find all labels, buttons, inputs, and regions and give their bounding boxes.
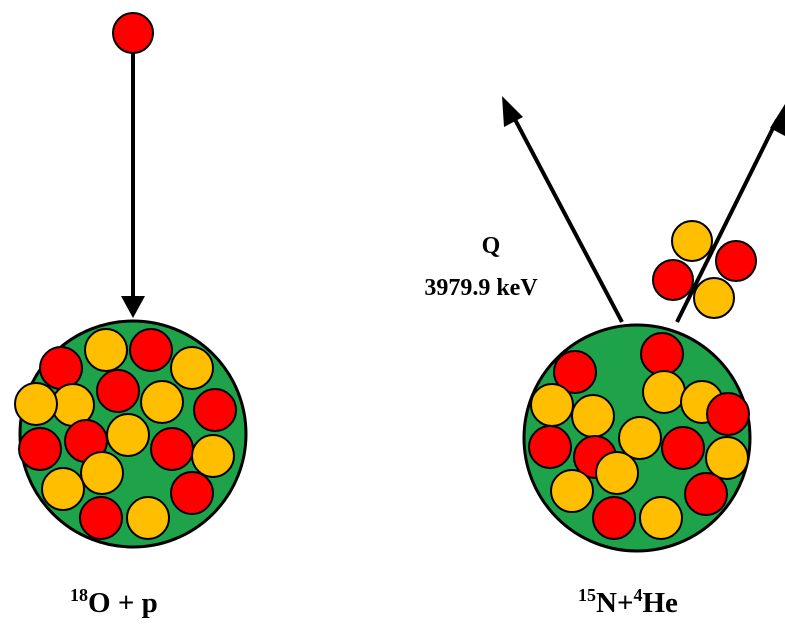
q-energy-label: 3979.9 keV xyxy=(424,275,538,301)
neutron xyxy=(671,220,713,262)
proton xyxy=(96,369,140,413)
neutron xyxy=(571,394,615,438)
left-trajectory-arrowhead xyxy=(502,96,523,127)
proton xyxy=(553,350,597,394)
right-trajectory-arrowhead xyxy=(770,104,785,136)
neutron xyxy=(639,496,683,540)
proton xyxy=(18,427,62,471)
neutron xyxy=(618,416,662,460)
proton xyxy=(706,392,750,436)
proton xyxy=(684,472,728,516)
neutron xyxy=(550,469,594,513)
residual-nucleus-n15 xyxy=(522,323,752,553)
neutron xyxy=(140,380,184,424)
proton xyxy=(129,328,173,372)
neutron xyxy=(642,370,686,414)
neutron xyxy=(41,467,85,511)
neutron xyxy=(191,434,235,478)
left-trajectory-arrow xyxy=(508,109,624,323)
target-nucleus-o18 xyxy=(14,319,248,549)
neutron xyxy=(170,346,214,390)
outgoing-trajectories xyxy=(502,96,785,323)
he4-mass-number: 4 xyxy=(633,585,642,605)
neutron xyxy=(80,451,124,495)
plus-proton-text: + p xyxy=(111,587,158,619)
neutron xyxy=(595,451,639,495)
n15-element: N xyxy=(596,587,617,619)
n15-mass-number: 15 xyxy=(578,585,596,605)
proton xyxy=(39,346,83,390)
o18-mass-number: 18 xyxy=(70,585,88,605)
neutron xyxy=(84,328,128,372)
proton xyxy=(193,388,237,432)
proton xyxy=(592,496,636,540)
neutron xyxy=(693,277,735,319)
neutron xyxy=(126,496,170,540)
right-trajectory-arrow xyxy=(675,119,779,323)
neutron xyxy=(530,383,574,427)
neutron xyxy=(705,436,749,480)
proton xyxy=(652,259,694,301)
proton xyxy=(150,427,194,471)
left-reaction-label: 18O + p xyxy=(70,585,158,619)
right-reaction-label: 15N+4He xyxy=(578,585,678,619)
incoming-proton xyxy=(112,12,154,54)
incoming-arrow-head xyxy=(121,296,145,318)
neutron xyxy=(106,413,150,457)
o18-element: O xyxy=(88,587,111,619)
neutron xyxy=(14,382,58,426)
proton xyxy=(528,425,572,469)
q-value-label: Q xyxy=(482,233,501,259)
proton xyxy=(79,496,123,540)
proton xyxy=(170,471,214,515)
incoming-proton-group xyxy=(112,12,154,318)
he4-element: He xyxy=(642,587,678,619)
proton xyxy=(661,426,705,470)
plus-sign: + xyxy=(617,587,634,619)
proton xyxy=(715,240,757,282)
emitted-alpha-particle xyxy=(652,220,757,319)
proton xyxy=(640,332,684,376)
